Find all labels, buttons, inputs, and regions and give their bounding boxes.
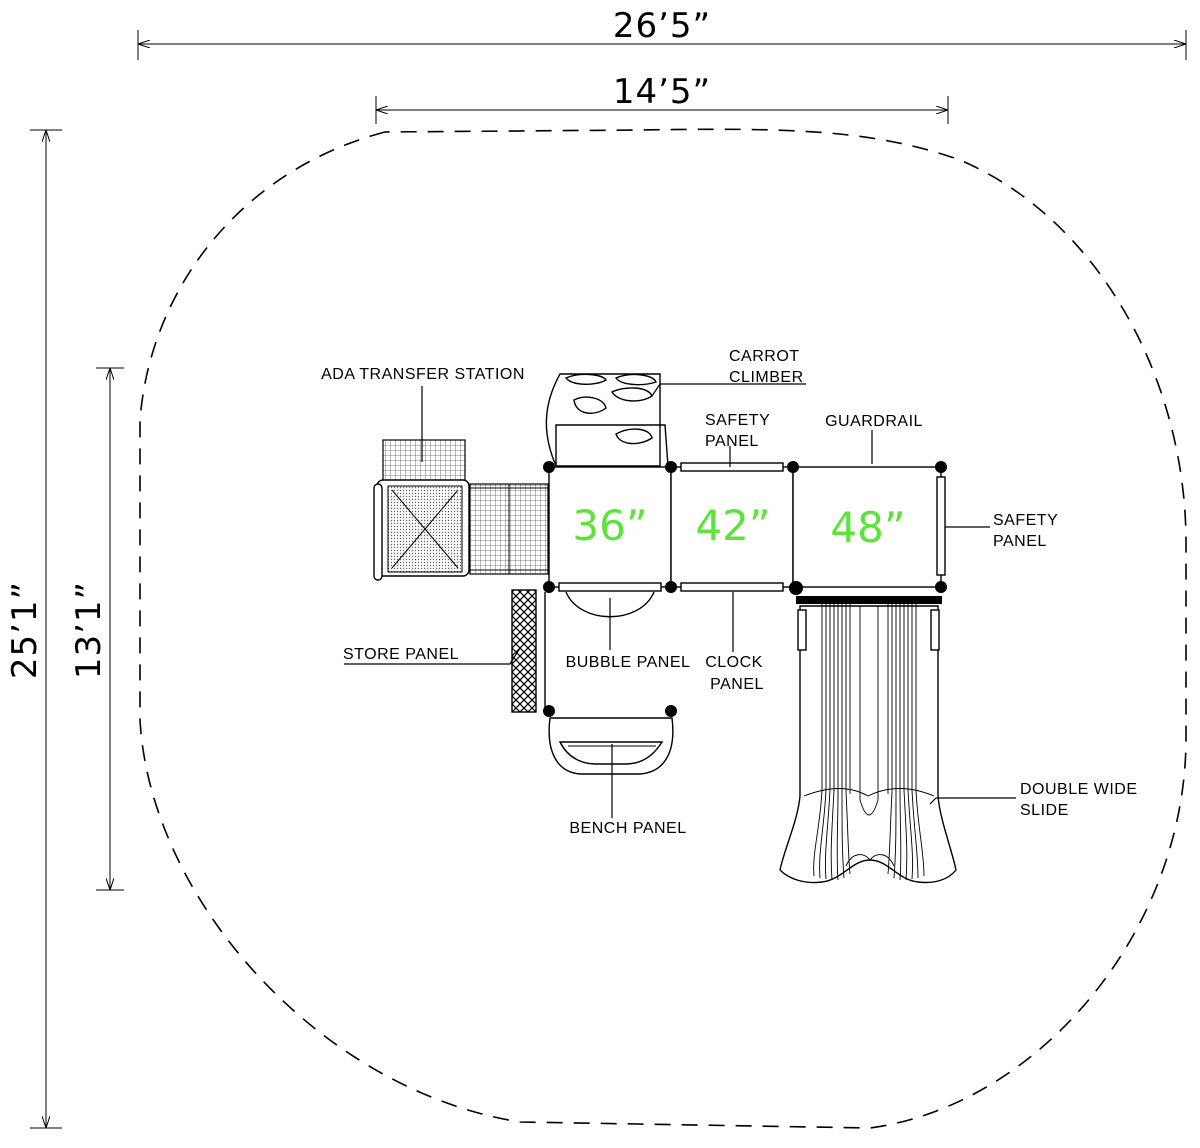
- dimension-structure-width: 14’5”: [375, 72, 949, 124]
- use-zone-boundary: [139, 128, 1187, 1129]
- overall-width-label: 26’5”: [613, 6, 711, 46]
- label-bubble-panel: BUBBLE PANEL: [566, 654, 691, 671]
- overall-depth-label: 25’1”: [5, 581, 45, 679]
- carrot-climber: [545, 373, 669, 467]
- label-store-panel: STORE PANEL: [343, 646, 459, 663]
- label-safety-panel-top-line1: SAFETY: [705, 412, 770, 429]
- deck-height-48: 48”: [830, 503, 905, 552]
- dimension-structure-depth: 13’1”: [69, 367, 124, 891]
- dimension-overall-width: 26’5”: [137, 6, 1187, 60]
- ada-transfer-station: [373, 439, 549, 581]
- label-double-wide-slide-line2: SLIDE: [1020, 802, 1069, 819]
- deck-height-36: 36”: [572, 501, 647, 550]
- label-guardrail: GUARDRAIL: [825, 413, 923, 430]
- label-double-wide-slide-line1: DOUBLE WIDE: [1020, 781, 1138, 798]
- label-clock-panel-line1: CLOCK: [705, 654, 763, 671]
- label-ada-transfer-station: ADA TRANSFER STATION: [321, 366, 525, 383]
- structure-depth-label: 13’1”: [69, 581, 109, 679]
- structure-width-label: 14’5”: [613, 72, 711, 112]
- label-safety-panel-right-line1: SAFETY: [993, 512, 1058, 529]
- safety-panel-right: [936, 476, 946, 576]
- bubble-panel-rail: [558, 582, 662, 592]
- dimension-overall-depth: 25’1”: [5, 129, 62, 1129]
- clock-panel: [680, 582, 784, 592]
- deck-height-42: 42”: [695, 501, 770, 550]
- deck-42: [670, 466, 794, 588]
- post-markers: [543, 461, 947, 717]
- safety-panel-top: [680, 462, 784, 472]
- label-safety-panel-top-line2: PANEL: [705, 433, 759, 450]
- label-bench-panel: BENCH PANEL: [569, 820, 686, 837]
- double-wide-slide: [779, 596, 957, 884]
- label-carrot-climber-line2: CLIMBER: [729, 369, 804, 386]
- label-carrot-climber-line1: CARROT: [729, 348, 800, 365]
- leader-lines: [344, 383, 1016, 818]
- deck-36: [548, 466, 672, 588]
- label-safety-panel-right-line2: PANEL: [993, 533, 1047, 550]
- store-panel: [511, 589, 537, 713]
- label-clock-panel-line2: PANEL: [710, 676, 764, 693]
